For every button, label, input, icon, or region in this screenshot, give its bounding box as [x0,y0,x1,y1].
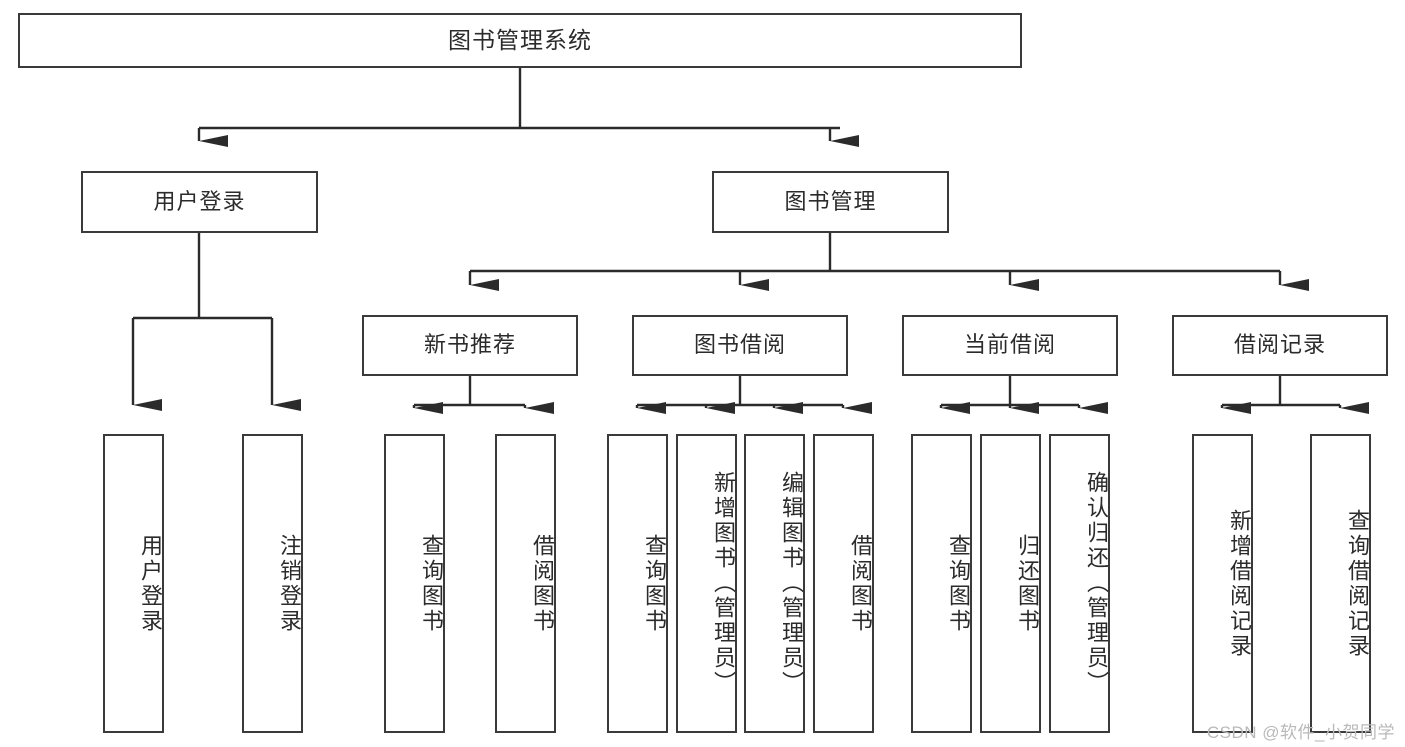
leaf-borrow-book[interactable]: 借阅图书 [813,434,874,733]
leaf-logout[interactable]: 注销登录 [242,434,303,733]
node-label: 图书管理 [784,188,877,214]
node-label: 确认归还（管理员） [1084,471,1109,696]
leaf-edit-book-admin[interactable]: 编辑图书（管理员） [744,434,805,733]
leaf-query-book[interactable]: 查询图书 [607,434,668,733]
node-label: 用户登录 [153,188,246,214]
node-label: 查询借阅记录 [1345,508,1370,659]
node-label: 借阅图书 [848,533,873,634]
node-label: 新增借阅记录 [1227,508,1252,659]
leaf-add-book-admin[interactable]: 新增图书（管理员） [676,434,737,733]
node-label: 借阅记录 [1233,332,1326,358]
node-label: 查询图书 [642,533,667,634]
csdn-watermark: CSDN @软件_小贺同学 [1206,723,1395,742]
leaf-query-book-recommend[interactable]: 查询图书 [384,434,445,733]
node-user-login[interactable]: 用户登录 [81,171,318,233]
leaf-return-book[interactable]: 归还图书 [980,434,1041,733]
leaf-user-login[interactable]: 用户登录 [103,434,164,733]
node-label: 查询图书 [419,533,444,634]
node-label: 当前借阅 [963,332,1056,358]
node-label: 新增图书（管理员） [711,471,736,696]
node-current-borrow[interactable]: 当前借阅 [902,315,1118,376]
leaf-borrow-book-recommend[interactable]: 借阅图书 [495,434,556,733]
leaf-query-borrow-record[interactable]: 查询借阅记录 [1310,434,1371,733]
node-book-borrow[interactable]: 图书借阅 [632,315,848,376]
node-label: 图书管理系统 [448,26,592,53]
node-label: 借阅图书 [530,533,555,634]
node-label: 注销登录 [277,533,302,634]
node-root-book-management-system[interactable]: 图书管理系统 [18,13,1022,68]
leaf-add-borrow-record[interactable]: 新增借阅记录 [1192,434,1253,733]
node-label: 图书借阅 [693,332,786,358]
leaf-query-book-current[interactable]: 查询图书 [911,434,972,733]
node-new-book-recommend[interactable]: 新书推荐 [362,315,578,376]
node-label: 用户登录 [138,533,163,634]
node-borrow-record[interactable]: 借阅记录 [1172,315,1388,376]
node-label: 查询图书 [946,533,971,634]
node-label: 新书推荐 [423,332,516,358]
node-label: 编辑图书（管理员） [779,471,804,696]
leaf-confirm-return-admin[interactable]: 确认归还（管理员） [1049,434,1110,733]
node-label: 归还图书 [1015,533,1040,634]
node-book-management[interactable]: 图书管理 [712,171,949,233]
